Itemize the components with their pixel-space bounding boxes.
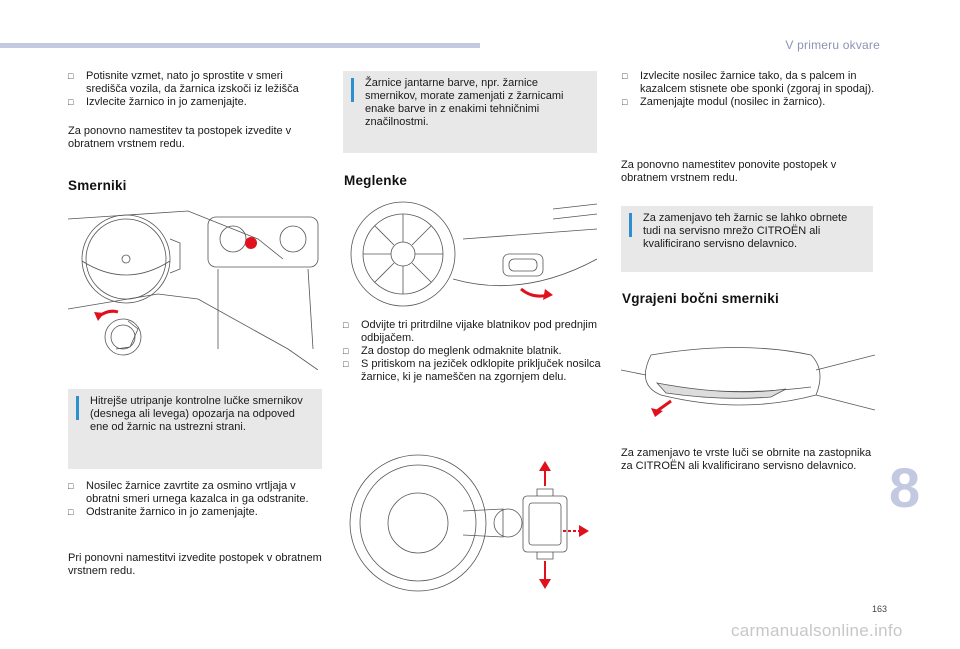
bulb-holder-connector-illustration	[343, 441, 597, 599]
fog-lamp-illustration	[343, 199, 597, 307]
checkbox-bullet-icon: □	[68, 507, 74, 517]
list-item: □Izvlecite nosilec žarnice tako, da s pa…	[622, 70, 875, 95]
info-note: Hitrejše utripanje kontrolne lučke smern…	[68, 389, 322, 469]
info-marker-icon	[76, 396, 79, 420]
col3-bullets: □Izvlecite nosilec žarnice tako, da s pa…	[622, 70, 876, 109]
col2-bullets: □Odvijte tri pritrdilne vijake blatnikov…	[343, 319, 601, 384]
checkbox-bullet-icon: □	[622, 71, 628, 81]
info-marker-icon	[351, 78, 354, 102]
col1-intro-paragraph: Za ponovno namestitev ta postopek izvedi…	[68, 125, 292, 150]
header-accent-bar	[0, 43, 480, 48]
checkbox-bullet-icon: □	[622, 97, 628, 107]
checkbox-bullet-icon: □	[343, 320, 349, 330]
col1-paragraph: Pri ponovni namestitvi izvedite postopek…	[68, 552, 322, 577]
info-note: Žarnice jantarne barve, npr. žarnice sme…	[343, 71, 597, 153]
col1-bullets: □Nosilec žarnice zavrtite za osmino vrtl…	[68, 480, 326, 519]
list-item: □S pritiskom na jeziček odklopite priklj…	[343, 358, 601, 383]
watermark: carmanualsonline.info	[731, 621, 903, 640]
col1-intro-bullets: □Potisnite vzmet, nato jo sprostite v sm…	[68, 70, 326, 109]
checkbox-bullet-icon: □	[343, 359, 349, 369]
info-note: Za zamenjavo teh žarnic se lahko obrnete…	[621, 206, 873, 272]
info-marker-icon	[629, 213, 632, 237]
list-item: □Potisnite vzmet, nato jo sprostite v sm…	[68, 70, 299, 95]
page-header-title: V primeru okvare	[785, 38, 880, 52]
side-repeater-mirror-illustration	[621, 335, 875, 430]
list-item: □Zamenjajte modul (nosilec in žarnico).	[622, 96, 826, 108]
page-number: 163	[872, 604, 888, 614]
turn-signal-bulb-illustration	[68, 199, 322, 370]
checkbox-bullet-icon: □	[343, 346, 349, 356]
section-heading-smerniki: Smerniki	[68, 178, 127, 193]
chapter-number: 8	[889, 456, 921, 519]
list-item: □Odvijte tri pritrdilne vijake blatnikov…	[343, 319, 597, 344]
col3-paragraph-2: Za zamenjavo te vrste luči se obrnite na…	[621, 447, 872, 472]
list-item: □Izvlecite žarnico in jo zamenjajte.	[68, 96, 247, 108]
section-heading-side-repeaters: Vgrajeni bočni smerniki	[622, 291, 779, 306]
checkbox-bullet-icon: □	[68, 71, 74, 81]
checkbox-bullet-icon: □	[68, 481, 74, 491]
checkbox-bullet-icon: □	[68, 97, 74, 107]
list-item: □Za dostop do meglenk odmaknite blatnik.	[343, 345, 562, 357]
col3-paragraph: Za ponovno namestitev ponovite postopek …	[621, 159, 837, 184]
list-item: □Odstranite žarnico in jo zamenjajte.	[68, 506, 258, 518]
section-heading-meglenke: Meglenke	[344, 173, 408, 188]
list-item: □Nosilec žarnice zavrtite za osmino vrtl…	[68, 480, 309, 505]
